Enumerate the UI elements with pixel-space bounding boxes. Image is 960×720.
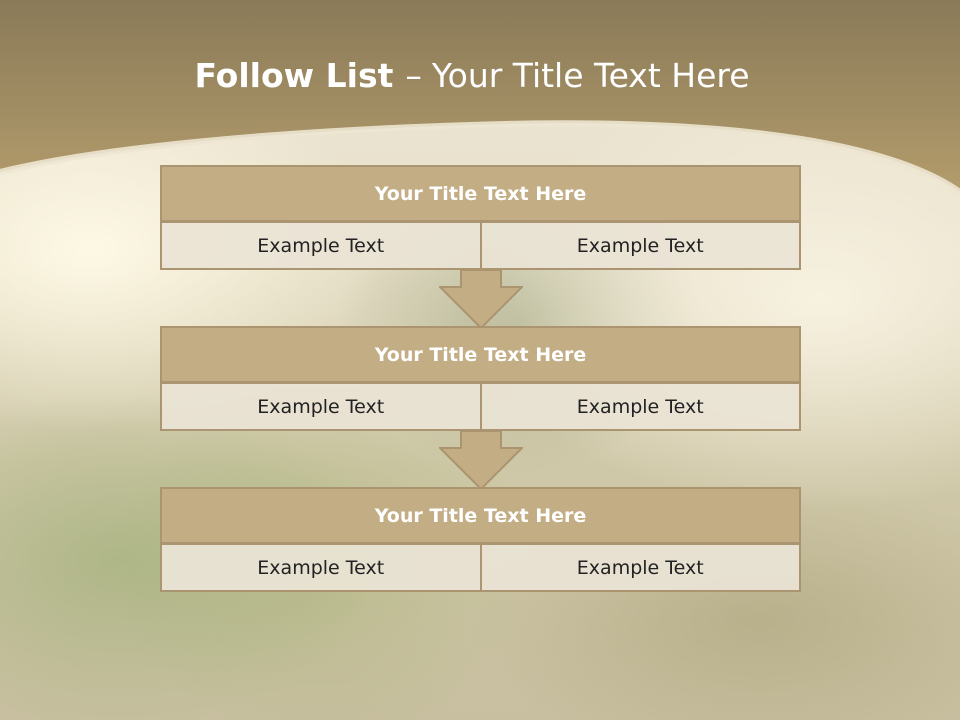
block-cell-left: Example Text [160,543,482,592]
block-row: Example Text Example Text [160,382,801,431]
slide-title-rest: Your Title Text Here [431,56,750,95]
block-cell-left: Example Text [160,382,482,431]
down-arrow-icon [439,431,523,491]
block-row: Example Text Example Text [160,221,801,270]
block-cell-left: Example Text [160,221,482,270]
block-title: Your Title Text Here [160,165,801,222]
slide-title: Follow List–Your Title Text Here [0,54,944,98]
block-cell-right: Example Text [479,221,801,270]
slide-title-strong: Follow List [194,56,394,95]
block-row: Example Text Example Text [160,543,801,592]
list-block-2: Your Title Text Here Example Text Exampl… [160,326,801,431]
block-cell-right: Example Text [479,543,801,592]
header-band [0,0,960,200]
block-title: Your Title Text Here [160,326,801,383]
list-block-1: Your Title Text Here Example Text Exampl… [160,165,801,270]
block-cell-right: Example Text [479,382,801,431]
down-arrow-icon [439,270,523,330]
slide-title-dash: – [405,56,422,95]
list-block-3: Your Title Text Here Example Text Exampl… [160,487,801,592]
block-title: Your Title Text Here [160,487,801,544]
